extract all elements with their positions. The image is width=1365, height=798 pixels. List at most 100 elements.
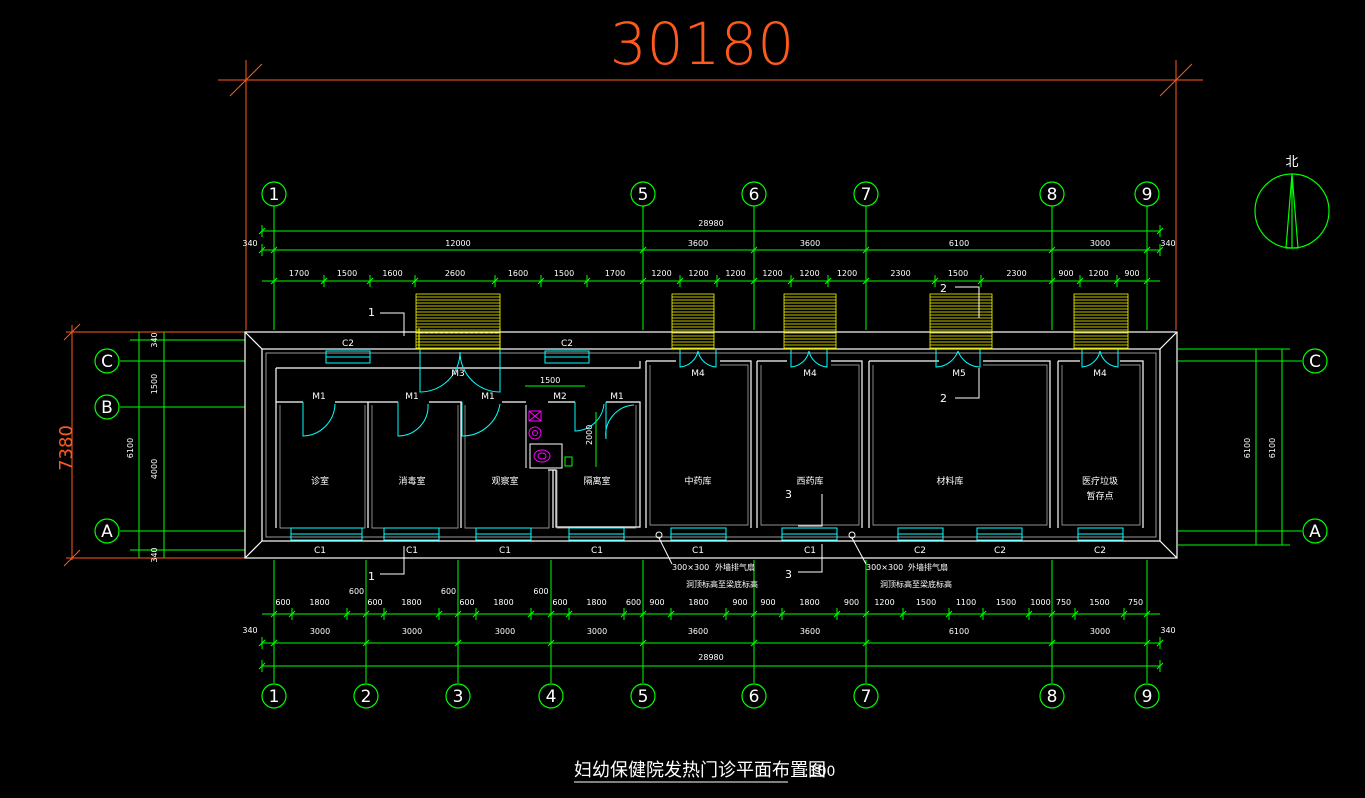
bottom-opening-dim: 1800 bbox=[401, 598, 421, 607]
window-label-bottom: C1 bbox=[804, 546, 816, 556]
axis-bubble-circle bbox=[630, 181, 656, 207]
top-total-dim: 28980 bbox=[698, 219, 723, 228]
top-opening-dim: 2600 bbox=[445, 269, 465, 278]
room-label-r4: 隔离室 bbox=[583, 475, 610, 487]
right-dim-b: 6100 bbox=[1268, 438, 1277, 458]
fan1-type-note: 外墙排气扇 bbox=[715, 562, 755, 572]
top-opening-dim: 1200 bbox=[651, 269, 671, 278]
step-block bbox=[1073, 293, 1129, 350]
top-opening-dim: 1600 bbox=[508, 269, 528, 278]
axis-top-6: 6 bbox=[741, 181, 767, 207]
bottom-opening-dim: 900 bbox=[649, 598, 664, 607]
axis-bubbles-right: CA bbox=[1302, 348, 1328, 544]
axis-bubble-label: A bbox=[1309, 522, 1321, 542]
bottom-opening-dim: 1500 bbox=[1089, 598, 1109, 607]
axis-bubble-circle bbox=[1134, 683, 1160, 709]
axis-bubble-label: 8 bbox=[1047, 687, 1058, 707]
window-label-top: C2 bbox=[342, 339, 354, 349]
section-callout-lines bbox=[380, 286, 980, 575]
left-cb-dim: 1500 bbox=[150, 374, 159, 394]
bottom-opening-dim: 1800 bbox=[309, 598, 329, 607]
bottom-opening-dim: 600 bbox=[275, 598, 290, 607]
door-label: M1 bbox=[481, 392, 495, 402]
axis-top-9: 9 bbox=[1134, 181, 1160, 207]
room-labels: 诊室消毒室观察室隔离室中药库西药库材料库医疗垃圾暂存点 bbox=[311, 475, 1118, 502]
overall-width-label: 30180 bbox=[610, 10, 795, 78]
axis-bubble-circle bbox=[538, 683, 564, 709]
bottom-edge-right-dim: 340 bbox=[1160, 626, 1175, 635]
axis-bubble-label: 5 bbox=[638, 185, 649, 205]
door-label: M3 bbox=[451, 369, 465, 379]
bottom-opening-dim: 1800 bbox=[688, 598, 708, 607]
top-dimension-ticks bbox=[258, 225, 1164, 287]
room-label-r7: 材料库 bbox=[936, 475, 963, 487]
axis-bubble-label: 7 bbox=[861, 185, 872, 205]
top-opening-dim: 2300 bbox=[890, 269, 910, 278]
axis-top-8: 8 bbox=[1039, 181, 1065, 207]
axis-bottom-1: 1 bbox=[261, 683, 287, 709]
axis-bottom-9: 9 bbox=[1134, 683, 1160, 709]
door-label: M4 bbox=[803, 369, 817, 379]
room-label-r1: 诊室 bbox=[311, 475, 329, 487]
axis-bubble-circle bbox=[445, 683, 471, 709]
top-opening-dim: 900 bbox=[1058, 269, 1073, 278]
axis-bubble-circle bbox=[853, 181, 879, 207]
top-bay-dim: 3600 bbox=[800, 239, 820, 248]
axis-bubble-label: 5 bbox=[638, 687, 649, 707]
axis-bubble-circle bbox=[1302, 348, 1328, 374]
bottom-opening-dim: 600 bbox=[533, 587, 548, 596]
axis-bubble-label: 9 bbox=[1142, 687, 1153, 707]
axis-bubble-circle bbox=[353, 683, 379, 709]
axis-bottom-7: 7 bbox=[853, 683, 879, 709]
top-opening-dim: 900 bbox=[1124, 269, 1139, 278]
top-bay-dim: 3600 bbox=[688, 239, 708, 248]
window-label-bottom: C1 bbox=[499, 546, 511, 556]
bottom-opening-dim: 600 bbox=[367, 598, 382, 607]
left-ba-dim: 4000 bbox=[150, 459, 159, 479]
axis-right-C: C bbox=[1302, 348, 1328, 374]
bottom-opening-dim: 600 bbox=[459, 598, 474, 607]
callout-1-top: 1 bbox=[368, 306, 375, 319]
bottom-opening-dim: 600 bbox=[349, 587, 364, 596]
step-block bbox=[929, 293, 993, 350]
axis-bottom-6: 6 bbox=[741, 683, 767, 709]
toilet-fixtures bbox=[525, 405, 573, 469]
top-edge-right-dim: 340 bbox=[1160, 239, 1175, 248]
axis-left-C: C bbox=[94, 348, 120, 374]
axis-bottom-2: 2 bbox=[353, 683, 379, 709]
bottom-opening-dim: 900 bbox=[760, 598, 775, 607]
top-opening-dim: 1500 bbox=[554, 269, 574, 278]
room-label-r6: 西药库 bbox=[796, 475, 823, 487]
entrance-steps bbox=[415, 293, 1129, 350]
axis-bubble-label: 3 bbox=[453, 687, 464, 707]
axis-bottom-8: 8 bbox=[1039, 683, 1065, 709]
window-label-bottom: C2 bbox=[1094, 546, 1106, 556]
callout-3-top: 3 bbox=[785, 488, 792, 501]
bottom-opening-dim: 1500 bbox=[996, 598, 1016, 607]
exhaust-fans bbox=[655, 531, 867, 565]
axis-bubble-label: 6 bbox=[749, 687, 760, 707]
axis-bubble-circle bbox=[94, 394, 120, 420]
axis-top-5: 5 bbox=[630, 181, 656, 207]
canopy-columns bbox=[418, 328, 501, 349]
bottom-opening-dim: 600 bbox=[552, 598, 567, 607]
door-label: M2 bbox=[553, 392, 567, 402]
window-label-bottom: C1 bbox=[591, 546, 603, 556]
axis-bubble-circle bbox=[1134, 181, 1160, 207]
axis-bubble-circle bbox=[741, 683, 767, 709]
bottom-opening-dim: 1200 bbox=[874, 598, 894, 607]
fan2-position-note: 洞顶标高至梁底标高 bbox=[880, 579, 952, 589]
top-opening-dim: 1200 bbox=[837, 269, 857, 278]
axis-bubble-circle bbox=[1039, 181, 1065, 207]
windows bbox=[290, 350, 1124, 541]
axis-bubble-label: B bbox=[101, 398, 113, 418]
top-bay-dim: 6100 bbox=[949, 239, 969, 248]
bottom-opening-dim: 900 bbox=[732, 598, 747, 607]
drawing-scale: :100 bbox=[804, 764, 835, 780]
